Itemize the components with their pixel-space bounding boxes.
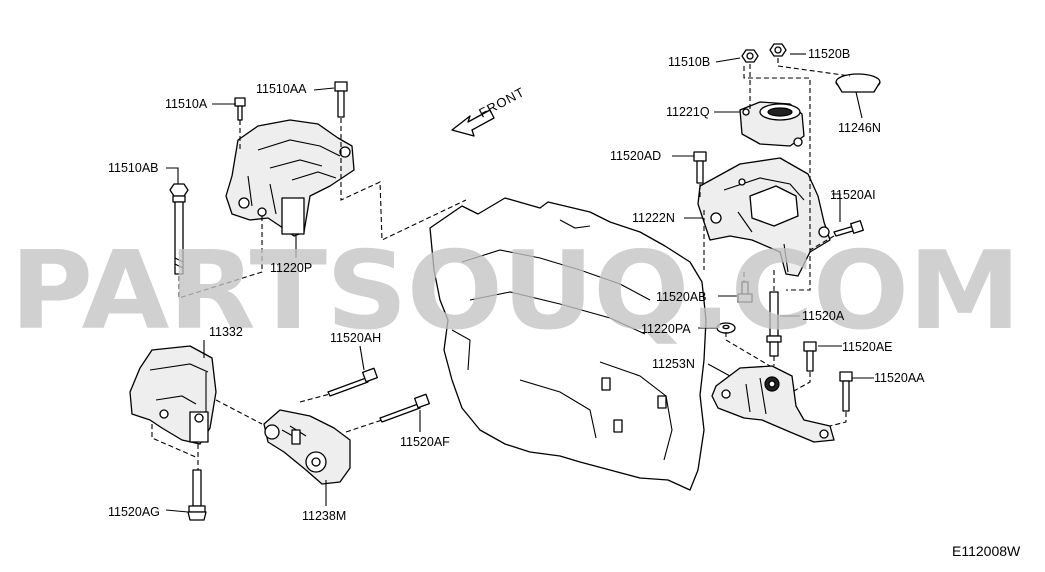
label-11238M: 11238M <box>302 509 346 523</box>
label-11332: 11332 <box>209 325 243 339</box>
bolt-11520AI <box>833 220 864 237</box>
mount-bracket-11222N <box>697 157 831 277</box>
label-11520AI: 11520AI <box>830 188 876 202</box>
bolt-11520AF <box>379 393 430 423</box>
label-11520AF: 11520AF <box>400 435 450 449</box>
label-11221Q: 11221Q <box>666 105 710 119</box>
front-arrow-icon <box>451 109 495 137</box>
diagram-code: E112008W <box>952 543 1021 559</box>
label-11510B: 11510B <box>668 55 710 69</box>
bolt-11520AA <box>839 371 853 412</box>
bolt-11510AA <box>334 81 348 118</box>
bolt-11510A <box>234 97 246 121</box>
label-11222N: 11222N <box>632 211 675 225</box>
nut-11510B <box>741 49 759 63</box>
bolt-11520AH <box>327 367 378 397</box>
label-11520AD: 11520AD <box>610 149 661 163</box>
label-11520AB: 11520AB <box>656 290 707 304</box>
leader-lines <box>165 53 874 513</box>
label-11520B: 11520B <box>808 47 850 61</box>
bolt-11520AD <box>693 151 707 184</box>
bolt-11510AB <box>169 183 189 275</box>
label-11510AA: 11510AA <box>256 82 307 96</box>
nut-11520B <box>769 43 787 57</box>
label-11220PA: 11220PA <box>641 322 691 336</box>
lower-bracket-11253N <box>711 365 835 443</box>
watermark: PARTSOUQ.COM <box>10 229 1020 354</box>
mount-insulator-11221Q <box>739 101 805 147</box>
label-11520A: 11520A <box>802 309 845 323</box>
left-upper-mount <box>225 119 355 237</box>
part-labels: 11510A 11510AA 11510AB 11220P 11332 1152… <box>108 47 925 523</box>
label-11510A: 11510A <box>165 97 208 111</box>
label-11220P: 11220P <box>270 261 312 275</box>
label-11246N: 11246N <box>838 121 881 135</box>
label-11520AH: 11520AH <box>330 331 381 345</box>
bolt-11520AG <box>187 469 207 521</box>
label-11510AB: 11510AB <box>108 161 159 175</box>
left-lower-bracket-11332 <box>129 345 217 445</box>
engine-block <box>429 197 707 491</box>
bolt-11520AB <box>737 281 753 303</box>
front-label: FRONT <box>476 84 527 121</box>
label-11520AA: 11520AA <box>874 371 925 385</box>
label-11253N: 11253N <box>652 357 695 371</box>
front-direction-indicator: FRONT <box>451 84 527 137</box>
torque-rod-11238M <box>263 409 351 485</box>
label-11520AG: 11520AG <box>108 505 160 519</box>
bolt-11520AE <box>803 341 817 372</box>
label-11520AE: 11520AE <box>842 340 893 354</box>
cap-11246N <box>835 73 881 93</box>
